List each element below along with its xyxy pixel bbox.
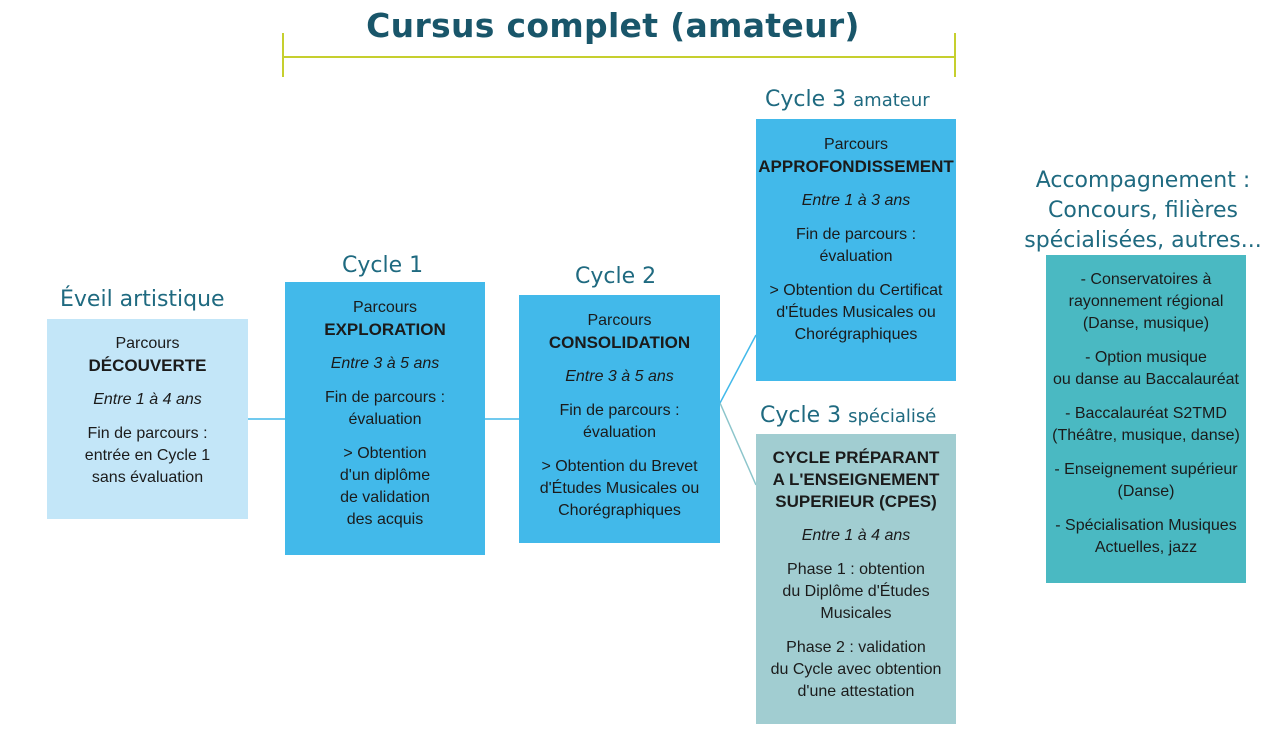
list-item: - Baccalauréat S2TMD (Théâtre, musique, …: [1052, 403, 1240, 447]
box-end: Fin de parcours : évaluation: [559, 400, 679, 444]
box-text-line: (Théâtre, musique, danse): [1052, 427, 1240, 444]
box-text-line: > Obtention: [343, 445, 427, 462]
box-cycle1-exploration: Parcours EXPLORATION Entre 3 à 5 ans Fin…: [285, 282, 485, 555]
box-label: Parcours: [823, 136, 889, 153]
box-text-line: Fin de parcours :: [559, 402, 680, 419]
title-bracket: [282, 33, 956, 77]
box-text-line: d'un diplôme: [339, 467, 431, 484]
box-text-line: - Spécialisation Musiques: [1055, 517, 1237, 534]
heading-cycle3-special-main: Cycle 3: [760, 403, 842, 428]
box-text-line: - Enseignement supérieur: [1054, 461, 1238, 478]
box-text-line: du Diplôme d'Études: [782, 583, 930, 600]
box-text-line: évaluation: [819, 248, 893, 265]
connector-cycle2-cycle3-amateur: [719, 334, 757, 404]
box-end: Fin de parcours : évaluation: [325, 387, 445, 431]
box-text-line: entrée en Cycle 1: [84, 447, 211, 464]
box-text-line: sans évaluation: [91, 469, 204, 486]
box-text-line: de validation: [340, 489, 430, 506]
heading-cycle3-amateur: Cycle 3 amateur: [765, 87, 930, 112]
heading-cycle3-special-sub: spécialisé: [848, 406, 937, 427]
box-text-line: - Option musique: [1085, 349, 1207, 366]
box-text-line: évaluation: [583, 424, 656, 441]
heading-cycle3-amateur-sub: amateur: [853, 90, 930, 111]
list-item: - Option musique ou danse au Baccalauréa…: [1053, 347, 1239, 391]
heading-cycle3-amateur-main: Cycle 3: [765, 87, 847, 112]
box-text-line: du Cycle avec obtention: [770, 661, 942, 678]
box-duration: Entre 3 à 5 ans: [330, 355, 440, 372]
box-title: EXPLORATION: [324, 320, 446, 339]
box-text-line: (Danse): [1117, 483, 1175, 500]
box-title: CYCLE PRÉPARANT A L'ENSEIGNEMENT SUPERIE…: [773, 447, 940, 513]
box-text-line: Actuelles, jazz: [1094, 539, 1198, 556]
box-title-line: SUPERIEUR (CPES): [775, 492, 937, 511]
box-text-line: Fin de parcours :: [795, 226, 917, 243]
box-text-line: > Obtention du Certificat: [769, 282, 943, 299]
box-duration: Entre 1 à 4 ans: [93, 391, 202, 408]
box-text-line: d'Études Musicales ou: [539, 480, 700, 497]
box-text-line: > Obtention du Brevet: [541, 458, 698, 475]
box-cycle3-amateur-approfondissement: Parcours APPROFONDISSEMENT Entre 1 à 3 a…: [756, 119, 956, 381]
connector-cycle2-cycle3-special: [719, 402, 757, 486]
box-text-line: des acquis: [346, 511, 424, 528]
list-item: - Enseignement supérieur (Danse): [1054, 459, 1237, 503]
box-title: CONSOLIDATION: [548, 333, 691, 352]
box-phase1: Phase 1 : obtention du Diplôme d'Études …: [782, 559, 929, 625]
box-label: Parcours: [352, 299, 418, 316]
box-text-line: Phase 1 : obtention: [787, 561, 925, 578]
box-duration: Entre 1 à 3 ans: [801, 192, 911, 209]
box-text-line: Phase 2 : validation: [786, 639, 926, 656]
box-text-line: Fin de parcours :: [324, 389, 446, 406]
box-text-line: rayonnement régional: [1068, 293, 1224, 310]
box-title-line: A L'ENSEIGNEMENT: [772, 470, 940, 489]
box-outcome: > Obtention du Certificat d'Études Music…: [770, 280, 943, 346]
box-text-line: Chorégraphiques: [558, 502, 681, 519]
heading-cycle2: Cycle 2: [575, 264, 657, 289]
list-item: - Spécialisation Musiques Actuelles, jaz…: [1055, 515, 1236, 559]
box-end: Fin de parcours : évaluation: [796, 224, 916, 268]
box-duration: Entre 3 à 5 ans: [565, 368, 674, 385]
heading-accompagnement-line: Concours, filières: [1048, 198, 1238, 223]
page-title: Cursus complet (amateur): [366, 6, 860, 45]
box-accompagnement: - Conservatoires à rayonnement régional …: [1046, 255, 1246, 583]
box-title: APPROFONDISSEMENT: [758, 157, 954, 176]
box-text-line: évaluation: [348, 411, 422, 428]
box-eveil-decouverte: Parcours DÉCOUVERTE Entre 1 à 4 ans Fin …: [47, 319, 248, 519]
box-text-line: - Conservatoires à: [1080, 271, 1212, 288]
box-outcome: > Obtention du Brevet d'Études Musicales…: [540, 456, 700, 522]
box-phase2: Phase 2 : validation du Cycle avec obten…: [771, 637, 942, 703]
box-text-line: ou danse au Baccalauréat: [1053, 371, 1239, 388]
box-title-line: CYCLE PRÉPARANT: [772, 448, 940, 467]
box-end: Fin de parcours : entrée en Cycle 1 sans…: [85, 423, 210, 489]
box-text-line: d'une attestation: [797, 683, 915, 700]
heading-eveil: Éveil artistique: [60, 287, 225, 312]
box-text-line: - Baccalauréat S2TMD: [1065, 405, 1227, 422]
box-text-line: Chorégraphiques: [794, 326, 918, 343]
box-label: Parcours: [587, 312, 652, 329]
heading-cycle1: Cycle 1: [342, 253, 424, 278]
box-text-line: d'Études Musicales ou: [776, 304, 936, 321]
box-outcome: > Obtention d'un diplôme de validation d…: [340, 443, 430, 531]
box-cycle2-consolidation: Parcours CONSOLIDATION Entre 3 à 5 ans F…: [519, 295, 720, 543]
box-cycle3-special-cpes: CYCLE PRÉPARANT A L'ENSEIGNEMENT SUPERIE…: [756, 434, 956, 724]
box-label: Parcours: [115, 335, 180, 352]
box-text-line: Fin de parcours :: [87, 425, 208, 442]
box-text-line: (Danse, musique): [1082, 315, 1210, 332]
box-title: DÉCOUVERTE: [88, 356, 207, 375]
box-duration: Entre 1 à 4 ans: [801, 527, 911, 544]
heading-accompagnement-line: spécialisées, autres...: [1024, 228, 1262, 253]
list-item: - Conservatoires à rayonnement régional …: [1069, 269, 1224, 335]
heading-accompagnement-line: Accompagnement :: [1035, 168, 1251, 193]
heading-accompagnement: Accompagnement : Concours, filières spéc…: [1012, 166, 1274, 256]
box-text-line: Musicales: [820, 605, 892, 622]
heading-cycle3-special: Cycle 3 spécialisé: [760, 403, 936, 428]
